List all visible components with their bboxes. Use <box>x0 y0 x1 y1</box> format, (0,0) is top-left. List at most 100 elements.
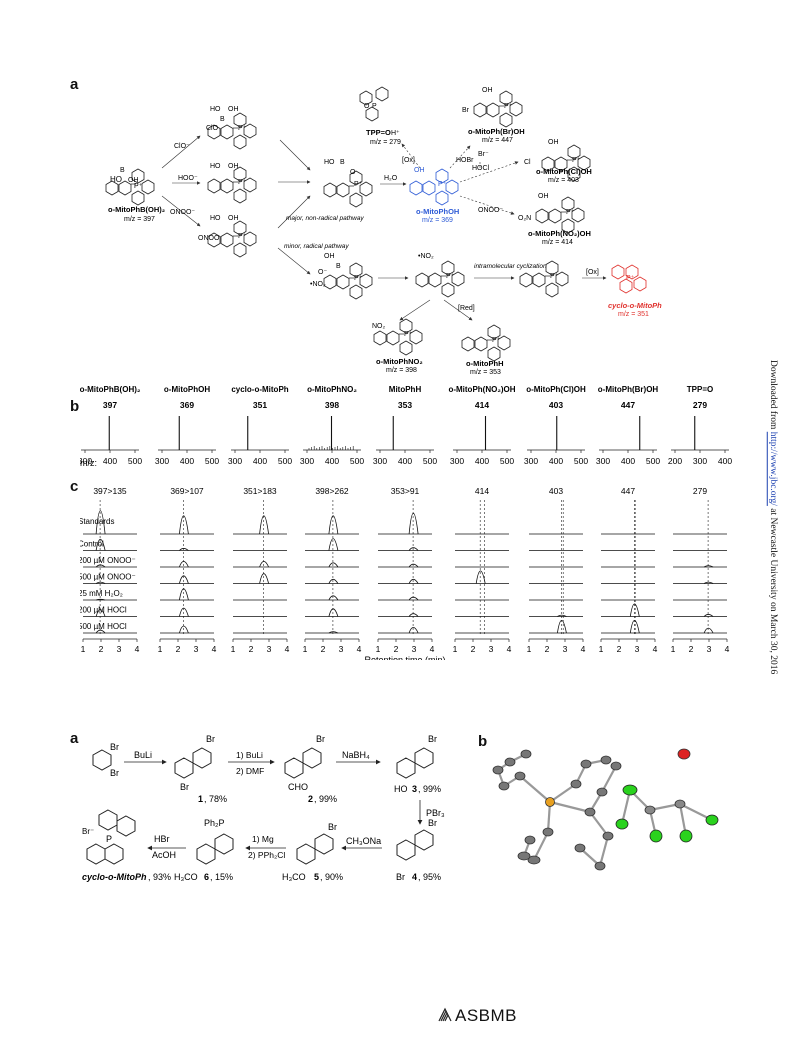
int3-onoo: ONOO <box>198 235 220 242</box>
c6-h3co: H₃CO <box>174 872 198 882</box>
start-b: B <box>120 167 125 174</box>
br-minus-label: Br⁻ <box>478 151 489 158</box>
borate-b: B <box>340 159 345 166</box>
lc-tick-label-7-0: 1 <box>599 644 604 654</box>
c3-ho: HO <box>394 784 408 794</box>
panel-label-a: a <box>70 76 79 93</box>
nonradical-label: major, non-radical pathway <box>286 215 364 222</box>
lc-peak-4-1 <box>408 547 419 551</box>
ms-tick-label-3-0: 300 <box>300 456 314 466</box>
lc-peak-1-2 <box>179 561 189 568</box>
hocl-label: HOCl <box>472 165 490 172</box>
h-mz: m/z = 353 <box>470 369 501 376</box>
ms-tick-label-1-0: 300 <box>155 456 169 466</box>
lc-tick-label-8-3: 4 <box>725 644 730 654</box>
lc-tick-label-3-2: 3 <box>339 644 344 654</box>
rad-o: O⁻ <box>318 269 327 276</box>
lc-tick-label-8-2: 3 <box>707 644 712 654</box>
reagent-buli: BuLi <box>134 750 152 760</box>
lc-peak-4-2 <box>408 563 419 568</box>
lc-peak-1-4 <box>179 588 189 601</box>
lc-peak-5-3 <box>475 570 486 584</box>
ms-tick-label-6-0: 300 <box>524 456 538 466</box>
int1-p: P⁺ <box>238 125 247 132</box>
ms-tick-label-4-2: 500 <box>423 456 437 466</box>
ms-peak-label-5: 414 <box>475 400 489 410</box>
lc-peak-1-0 <box>179 515 189 535</box>
borate-p: P⁺ <box>354 181 363 188</box>
lc-peak-3-6 <box>328 631 339 634</box>
ms-tick-label-8-2: 400 <box>718 456 732 466</box>
lc-transition-0: 397>135 <box>93 486 127 496</box>
start-oh: OH <box>128 177 139 184</box>
br-mz: m/z = 447 <box>482 137 513 144</box>
panel-label-a-bottom: a <box>70 730 79 747</box>
lc-tick-label-0-0: 1 <box>81 644 86 654</box>
lc-tick-label-5-3: 4 <box>507 644 512 654</box>
lc-tick-label-2-2: 3 <box>267 644 272 654</box>
lc-peak-3-3 <box>328 578 339 584</box>
lc-tick-label-6-2: 3 <box>563 644 568 654</box>
ms-title-3: o-MitoPhNO₂ <box>307 385 357 394</box>
c2-cho: CHO <box>288 782 308 792</box>
lc-transition-1: 369>107 <box>170 486 204 496</box>
lc-peak-4-6 <box>408 627 419 634</box>
lc-peak-1-5 <box>179 607 189 617</box>
int2-oh: OH <box>228 163 239 170</box>
lc-tick-label-4-1: 2 <box>394 644 399 654</box>
borate-ho: HO <box>324 159 335 166</box>
oxidant-hoo: HOO⁻ <box>178 175 198 182</box>
br-oh: OH <box>482 87 493 94</box>
crystal-structure <box>492 748 719 871</box>
ms-tick-label-1-2: 500 <box>205 456 219 466</box>
lc-peak-2-3 <box>259 573 269 584</box>
sm-br1: Br <box>110 742 119 752</box>
lc-tick-label-6-3: 4 <box>581 644 586 654</box>
ms-title-2: cyclo-o-MitoPh <box>231 385 288 394</box>
lc-peak-4-4 <box>408 596 419 601</box>
ms-peak-label-8: 279 <box>693 400 707 410</box>
lc-peak-8-5 <box>703 614 714 617</box>
ms-tick-label-5-2: 500 <box>500 456 514 466</box>
panel-label-b-bottom: b <box>478 733 488 750</box>
c2-num: 2 <box>308 794 313 804</box>
int2-p: P⁺ <box>238 179 247 186</box>
reagent-pph2cl: 2) PPh₂Cl <box>248 850 285 860</box>
lc-peak-7-5 <box>629 603 640 617</box>
ms-peak-label-1: 369 <box>180 400 194 410</box>
br-name: o-MitoPh(Br)OH <box>468 127 525 136</box>
ms-tick-label-2-1: 400 <box>253 456 267 466</box>
lc-tick-label-3-1: 2 <box>321 644 326 654</box>
lc-peak-3-2 <box>328 562 339 568</box>
ms-tick-label-7-1: 400 <box>621 456 635 466</box>
panel-label-c: c <box>70 478 79 495</box>
tppo-name: TPP=O <box>366 128 391 137</box>
ms-tick-label-2-2: 500 <box>278 456 292 466</box>
cyclization-label: intramolecular cyclization <box>474 263 547 270</box>
lc-peak-3-0 <box>328 515 339 535</box>
phenol-mz: m/z = 369 <box>422 217 453 224</box>
no2oh-mz: m/z = 414 <box>542 239 573 246</box>
lc-tick-label-6-0: 1 <box>527 644 532 654</box>
lc-tick-label-6-1: 2 <box>545 644 550 654</box>
c4-br1: Br <box>428 818 437 828</box>
c1-br2: Br <box>180 782 189 792</box>
ms-tick-label-4-1: 400 <box>398 456 412 466</box>
no2oh-name: o-MitoPh(NO₂)OH <box>528 229 591 238</box>
lc-tick-label-5-0: 1 <box>453 644 458 654</box>
ms-tick-label-6-2: 500 <box>574 456 588 466</box>
ms-tick-label-5-0: 300 <box>450 456 464 466</box>
reagent-dmf: 2) DMF <box>236 766 264 776</box>
lc-tick-label-4-3: 4 <box>430 644 435 654</box>
ms-title-8: TPP=O <box>687 385 713 394</box>
lc-peak-0-1 <box>95 538 106 551</box>
lc-peak-0-5 <box>95 609 106 617</box>
onoo-label-2: ONOO⁻ <box>478 207 503 214</box>
phenol-oh: OH <box>414 167 425 174</box>
cyc-p: P⁺ <box>550 273 559 280</box>
ms-tick-label-6-1: 400 <box>549 456 563 466</box>
jbc-link[interactable]: http://www.jbc.org/ <box>768 431 778 506</box>
lc-xlabel: Retention time (min) <box>364 655 445 660</box>
cl-cl: Cl <box>524 159 531 166</box>
ms-peak-label-0: 397 <box>103 400 117 410</box>
